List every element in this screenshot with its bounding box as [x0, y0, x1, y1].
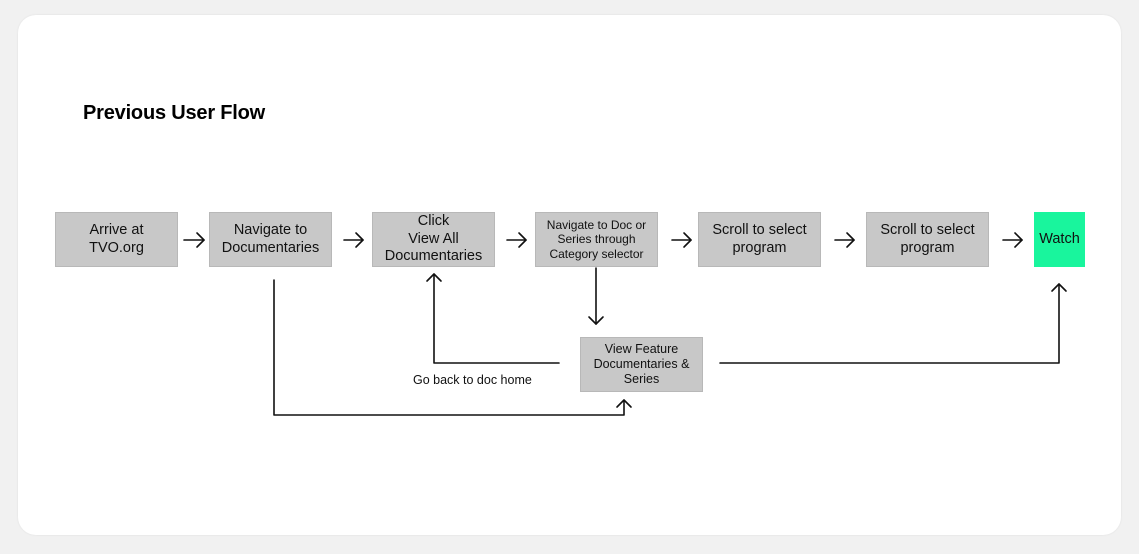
node-arrive-label: Arrive at TVO.org — [89, 222, 144, 256]
node-arrive: Arrive at TVO.org — [55, 212, 178, 267]
diagram-card — [18, 15, 1121, 535]
arrow-view-feature-to-watch — [719, 283, 1067, 364]
arrow-navigate-to-click — [343, 232, 364, 248]
node-navigate-category: Navigate to Doc or Series through Catego… — [535, 212, 658, 267]
arrow-scroll1-to-scroll2 — [834, 232, 855, 248]
arrow-view-feature-back-to-click — [426, 273, 560, 364]
arrow-scroll2-to-watch — [1002, 232, 1023, 248]
edge-label-go-back: Go back to doc home — [413, 373, 532, 387]
arrow-navigate-to-view-feature — [273, 279, 632, 416]
node-view-feature: View Feature Documentaries & Series — [580, 337, 703, 392]
arrow-category-to-view-feature — [588, 267, 604, 325]
node-view-feature-label: View Feature Documentaries & Series — [593, 342, 690, 386]
node-click-view-all: Click View All Documentaries — [372, 212, 495, 267]
node-click-view-all-label: Click View All Documentaries — [384, 213, 483, 265]
node-scroll-select-2: Scroll to select program — [866, 212, 989, 267]
diagram-title: Previous User Flow — [83, 102, 266, 124]
arrow-click-to-category — [506, 232, 527, 248]
node-scroll-select-2-label: Scroll to select program — [880, 222, 975, 256]
node-scroll-select-1: Scroll to select program — [698, 212, 821, 267]
node-navigate-category-label: Navigate to Doc or Series through Catego… — [546, 217, 647, 261]
arrow-category-to-scroll1 — [671, 232, 692, 248]
node-watch: Watch — [1034, 212, 1085, 267]
node-watch-label: Watch — [1039, 230, 1080, 247]
arrow-arrive-to-navigate — [183, 232, 205, 248]
node-scroll-select-1-label: Scroll to select program — [712, 222, 807, 256]
node-navigate-documentaries-label: Navigate to Documentaries — [221, 222, 320, 256]
node-navigate-documentaries: Navigate to Documentaries — [209, 212, 332, 267]
